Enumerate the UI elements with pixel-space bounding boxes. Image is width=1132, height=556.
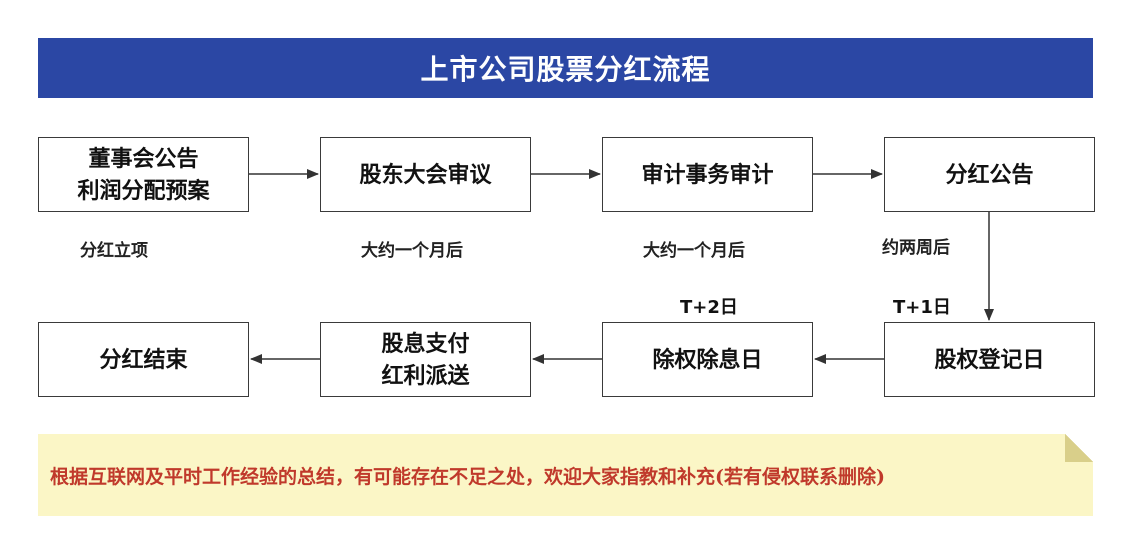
step-board-announcement: 董事会公告 利润分配预案: [38, 137, 249, 212]
step-label: 分红公告: [945, 161, 1034, 188]
timing-exdiv: T+2日: [680, 297, 738, 318]
step-label: 股权登记日: [934, 346, 1045, 373]
step-label: 除权除息日: [652, 346, 763, 373]
disclaimer-text: 根据互联网及平时工作经验的总结，有可能存在不足之处，欢迎大家指教和补充(若有侵权…: [50, 466, 885, 488]
step-label: 利润分配预案: [77, 177, 210, 204]
step-label: 股东大会审议: [359, 161, 492, 188]
caption-shareholders: 大约一个月后: [361, 241, 463, 261]
step-label: 分红结束: [99, 346, 188, 373]
step-label: 审计事务审计: [641, 161, 774, 188]
step-payment: 股息支付 红利派送: [320, 322, 531, 397]
step-shareholders-meeting: 股东大会审议: [320, 137, 531, 212]
caption-audit: 大约一个月后: [643, 241, 745, 261]
caption-announce: 约两周后: [882, 238, 950, 258]
step-dividend-announcement: 分红公告: [884, 137, 1095, 212]
disclaimer-note: 根据互联网及平时工作经验的总结，有可能存在不足之处，欢迎大家指教和补充(若有侵权…: [38, 434, 1093, 516]
step-ex-dividend-date: 除权除息日: [602, 322, 813, 397]
step-label: 股息支付: [381, 330, 470, 357]
step-record-date: 股权登记日: [884, 322, 1095, 397]
note-fold-corner: [1065, 434, 1093, 462]
step-label: 红利派送: [381, 362, 470, 389]
step-dividend-end: 分红结束: [38, 322, 249, 397]
step-label: 董事会公告: [88, 145, 199, 172]
page-title: 上市公司股票分红流程: [420, 53, 711, 86]
title-banner: 上市公司股票分红流程: [38, 38, 1093, 98]
step-audit: 审计事务审计: [602, 137, 813, 212]
timing-record: T+1日: [893, 297, 951, 318]
caption-board: 分红立项: [80, 241, 148, 261]
